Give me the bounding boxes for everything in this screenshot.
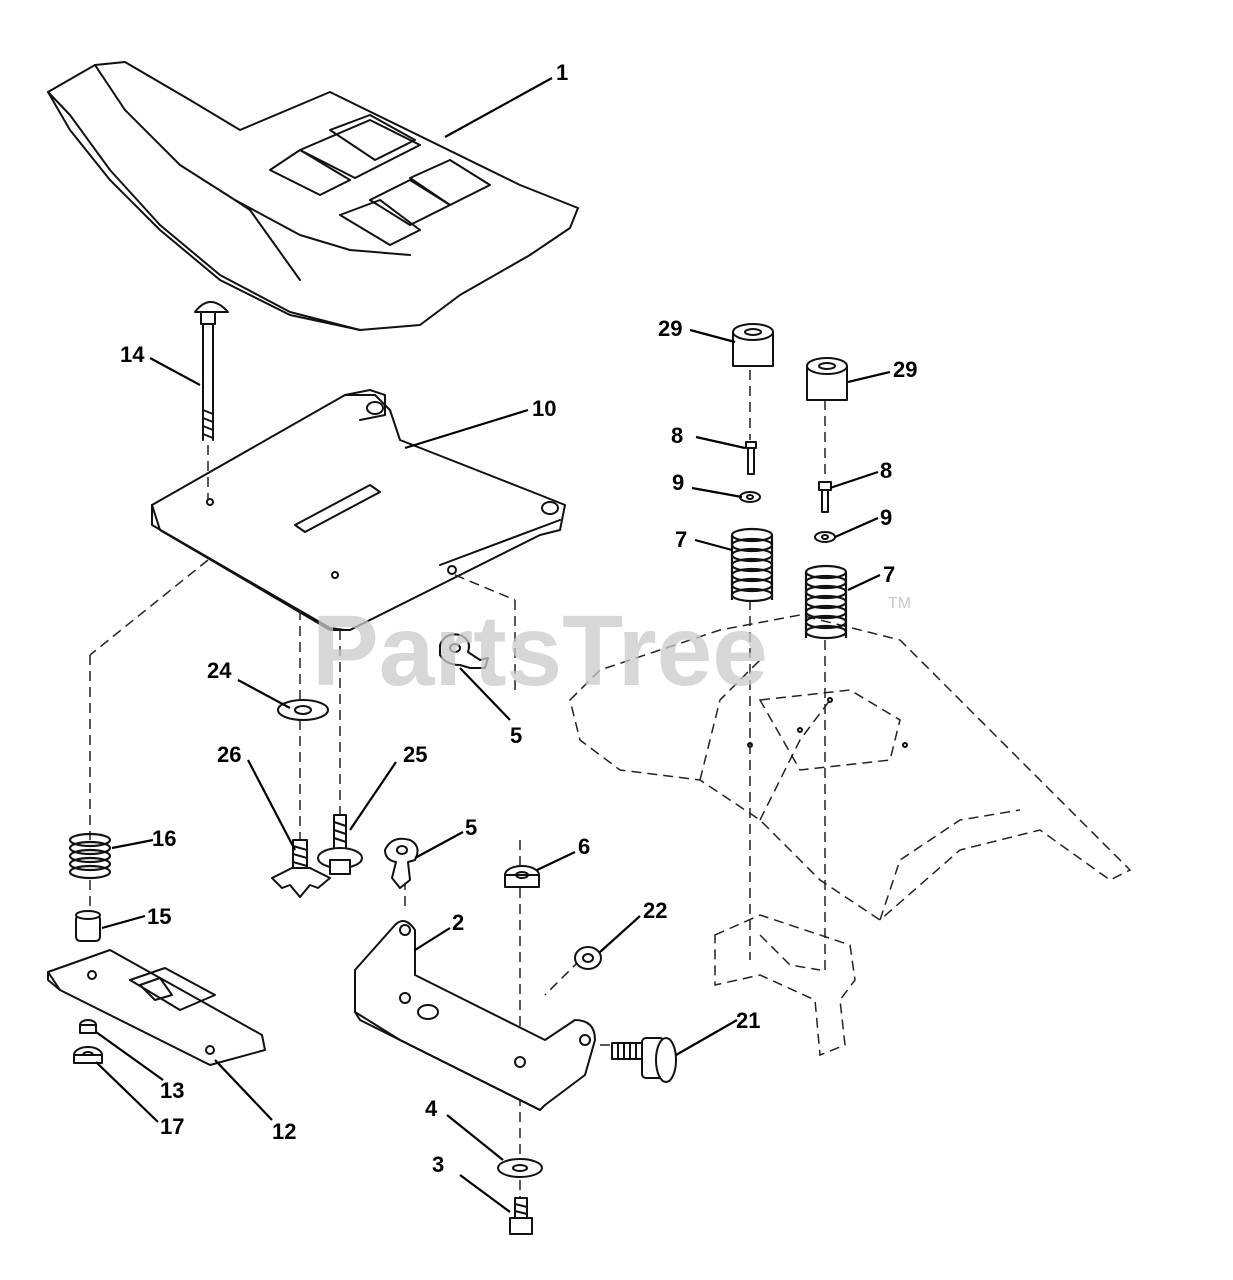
- nut-part-13: [79, 1019, 97, 1034]
- nut-part-17: [73, 1046, 103, 1064]
- callout-7-left: 7: [675, 527, 687, 552]
- callout-13: 13: [160, 1078, 184, 1103]
- callout-16: 16: [152, 826, 176, 851]
- callout-14: 14: [120, 342, 145, 367]
- callout-26: 26: [217, 742, 241, 767]
- shoulder-bolt-part-21: [611, 1037, 677, 1083]
- clip-part-5-upper: [439, 633, 489, 669]
- clip-part-5-lower: [384, 837, 419, 889]
- watermark-text: PartsTree: [312, 595, 768, 707]
- nut-part-6: [504, 865, 540, 888]
- washer-part-24: [277, 699, 329, 721]
- callout-7-right: 7: [883, 562, 895, 587]
- leader-lines: [95, 77, 891, 1213]
- callout-9-right: 9: [880, 505, 892, 530]
- callout-8-right: 8: [880, 458, 892, 483]
- callout-8-left: 8: [671, 423, 683, 448]
- spacer-part-15: [75, 910, 101, 942]
- callout-25: 25: [403, 742, 427, 767]
- watermark-tm: TM: [888, 595, 911, 612]
- callout-5-lower: 5: [465, 815, 477, 840]
- callout-24: 24: [207, 658, 232, 683]
- hex-bolt-part-3: [509, 1197, 533, 1235]
- callout-29-left: 29: [658, 316, 682, 341]
- callout-21: 21: [736, 1008, 760, 1033]
- callout-22: 22: [643, 898, 667, 923]
- bolt-part-8-right: [818, 481, 832, 513]
- callout-3: 3: [432, 1152, 444, 1177]
- callout-10: 10: [532, 396, 556, 421]
- seat-pan-part-10: [151, 389, 566, 631]
- partstree-watermark: PartsTree TM: [312, 595, 911, 707]
- washer-part-4: [497, 1158, 543, 1178]
- bolt-part-8-left: [745, 441, 757, 475]
- bumper-part-29-left: [732, 323, 774, 367]
- washer-part-9-left: [739, 491, 761, 503]
- spring-part-7-left: [730, 527, 774, 603]
- callout-2: 2: [452, 910, 464, 935]
- spring-part-7-right: [804, 564, 848, 640]
- slide-bracket-part-12: [47, 949, 266, 1066]
- callout-29-right: 29: [893, 357, 917, 382]
- callout-5-upper: 5: [510, 723, 522, 748]
- callout-15: 15: [147, 904, 171, 929]
- bumper-part-29-right: [806, 357, 848, 401]
- spring-part-16: [68, 832, 112, 880]
- washer-part-9-right: [814, 531, 836, 543]
- callout-9-left: 9: [672, 470, 684, 495]
- bolt-part-25: [317, 814, 363, 875]
- seat-part-1: [47, 61, 579, 331]
- nut-part-22: [574, 946, 602, 970]
- callout-17: 17: [160, 1114, 184, 1139]
- callout-12: 12: [272, 1119, 296, 1144]
- callout-6: 6: [578, 834, 590, 859]
- pivot-bracket-part-2: [354, 920, 596, 1111]
- fender-frame: [569, 614, 1132, 1057]
- callout-1: 1: [556, 60, 568, 85]
- callout-labels: 1 10 14 29 29 8 8 9 9 7 7 5 24 25 26 16 …: [120, 60, 917, 1177]
- knob-part-26: [271, 839, 331, 898]
- callout-4: 4: [425, 1096, 438, 1121]
- carriage-bolt-part-14: [194, 301, 229, 441]
